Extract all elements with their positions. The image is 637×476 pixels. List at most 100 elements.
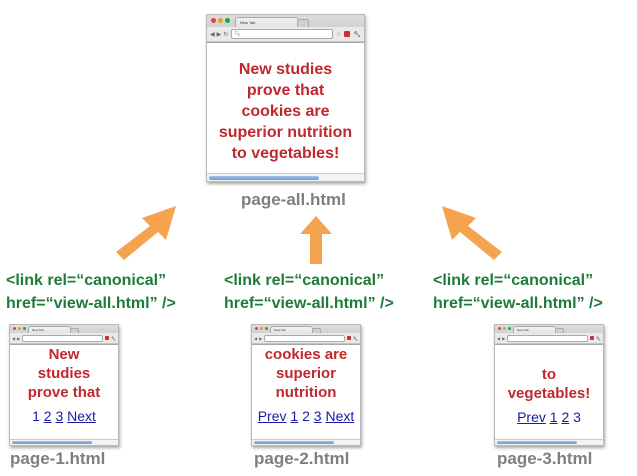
page-content: to vegetables! Prev 1 2 3 [495,365,603,425]
pagination-link[interactable]: Prev [517,409,546,425]
horizontal-scrollbar[interactable] [497,441,577,444]
canonical-link-code: <link rel=“canonical” href=“view-all.htm… [6,269,176,315]
back-icon[interactable]: ◀ [12,335,16,341]
forward-icon[interactable]: ▶ [17,335,21,341]
status-bar [252,439,360,445]
headline-line: vegetables! [507,385,591,402]
browser-tab[interactable]: New Tab [28,326,71,333]
headline-line: studies [37,365,91,382]
back-icon[interactable]: ◀ [497,335,501,341]
zoom-dot-icon[interactable] [225,18,230,23]
close-dot-icon[interactable] [255,327,258,330]
pagination-link[interactable]: 3 [313,408,322,424]
extension-icon[interactable] [346,336,351,340]
extension-icon[interactable] [589,336,594,340]
wrench-icon[interactable]: 🔧︎ [353,31,361,38]
address-bar[interactable] [507,334,588,342]
pagination: Prev 1 2 3 [495,409,603,425]
pagination-current: 1 [32,408,40,424]
star-icon[interactable]: ☆ [335,31,342,38]
horizontal-scrollbar[interactable] [209,176,319,180]
zoom-dot-icon[interactable] [23,327,26,330]
page-2-filename: page-2.html [254,449,350,468]
new-tab-button[interactable] [297,19,309,27]
headline-line: superior [275,365,336,382]
pagination-link[interactable]: 1 [549,409,558,425]
reload-icon[interactable]: ↻ [223,31,229,38]
window-controls [255,327,268,330]
horizontal-scrollbar[interactable] [254,441,334,444]
address-bar[interactable] [264,334,345,342]
new-tab-button[interactable] [70,328,79,333]
address-bar[interactable] [22,334,103,342]
window-controls [211,18,230,23]
pagination-link[interactable]: Next [67,408,96,424]
minimize-dot-icon[interactable] [218,18,223,23]
forward-icon[interactable]: ▶ [502,335,506,341]
headline-line: cookies are [264,346,348,363]
forward-icon[interactable]: ▶ [259,335,263,341]
pagination-current: 2 [302,408,310,424]
status-bar [495,439,603,445]
minimize-dot-icon[interactable] [260,327,263,330]
pagination-link[interactable]: 2 [561,409,570,425]
close-dot-icon[interactable] [498,327,501,330]
page-1-browser-window: New Tab ◀ ▶ 🔧︎ New studies prove that 1 2 3… [9,324,119,446]
wrench-icon[interactable]: 🔧︎ [595,335,601,341]
page-3-filename: page-3.html [497,449,593,468]
headline-line: to [541,366,557,383]
canonical-link-code: <link rel=“canonical” href=“view-all.htm… [224,269,394,315]
pagination-link[interactable]: Prev [257,408,287,424]
forward-icon[interactable]: ▶ [216,31,222,38]
browser-toolbar: ◀ ▶ 🔧︎ [495,333,603,343]
pagination-link[interactable]: 1 [290,408,299,424]
arrow-shape [300,216,332,264]
canonical-content: New studies prove that cookies are super… [218,61,353,162]
back-icon[interactable]: ◀ [210,31,215,38]
address-bar[interactable]: 🔍︎ [231,29,333,39]
browser-tab[interactable]: New Tab [270,326,313,333]
headline-line: New [48,346,80,363]
arrow-up-left-icon [442,206,502,260]
back-icon[interactable]: ◀ [254,335,258,341]
canonical-link-code: <link rel=“canonical” href=“view-all.htm… [433,269,603,315]
horizontal-scrollbar[interactable] [12,441,92,444]
canonical-browser-window: New Tab ◀ ▶ ↻ 🔍︎ ☆ 🔧︎ New studies prove … [206,14,365,182]
extension-icon[interactable] [104,336,109,340]
arrow-shape [116,206,176,260]
browser-toolbar: ◀ ▶ 🔧︎ [10,333,118,343]
pagination-link[interactable]: 2 [43,408,52,424]
extension-icon[interactable] [344,31,351,37]
close-dot-icon[interactable] [13,327,16,330]
pagination-link[interactable]: Next [325,408,355,424]
pagination-current: 3 [573,409,581,425]
page-3-browser-window: New Tab ◀ ▶ 🔧︎ to vegetables! Prev 1 2 3 [494,324,604,446]
wrench-icon[interactable]: 🔧︎ [110,335,116,341]
close-dot-icon[interactable] [211,18,216,23]
page-2-browser-window: New Tab ◀ ▶ 🔧︎ cookies are superior nutrit… [251,324,361,446]
page-1-filename: page-1.html [10,449,106,468]
new-tab-button[interactable] [312,328,321,333]
window-controls [498,327,511,330]
canonical-filename: page-all.html [241,190,346,209]
browser-chrome: New Tab ◀ ▶ 🔧︎ [10,325,118,345]
window-controls [13,327,26,330]
zoom-dot-icon[interactable] [265,327,268,330]
headline-line: prove that [27,384,101,401]
minimize-dot-icon[interactable] [18,327,21,330]
browser-tab[interactable]: New Tab [513,326,556,333]
nav-buttons: ◀ ▶ [254,336,262,341]
pagination: 1 2 3 Next [10,408,118,424]
new-tab-button[interactable] [555,328,564,333]
browser-tab[interactable]: New Tab [235,17,299,27]
minimize-dot-icon[interactable] [503,327,506,330]
wrench-icon[interactable]: 🔧︎ [352,335,358,341]
browser-toolbar: ◀ ▶ ↻ 🔍︎ ☆ 🔧︎ [207,27,364,41]
nav-buttons: ◀ ▶ [497,336,505,341]
arrow-shape [442,206,502,260]
headline-line: nutrition [275,384,337,401]
pagination-link[interactable]: 3 [55,408,64,424]
browser-chrome: New Tab ◀ ▶ 🔧︎ [252,325,360,345]
zoom-dot-icon[interactable] [508,327,511,330]
